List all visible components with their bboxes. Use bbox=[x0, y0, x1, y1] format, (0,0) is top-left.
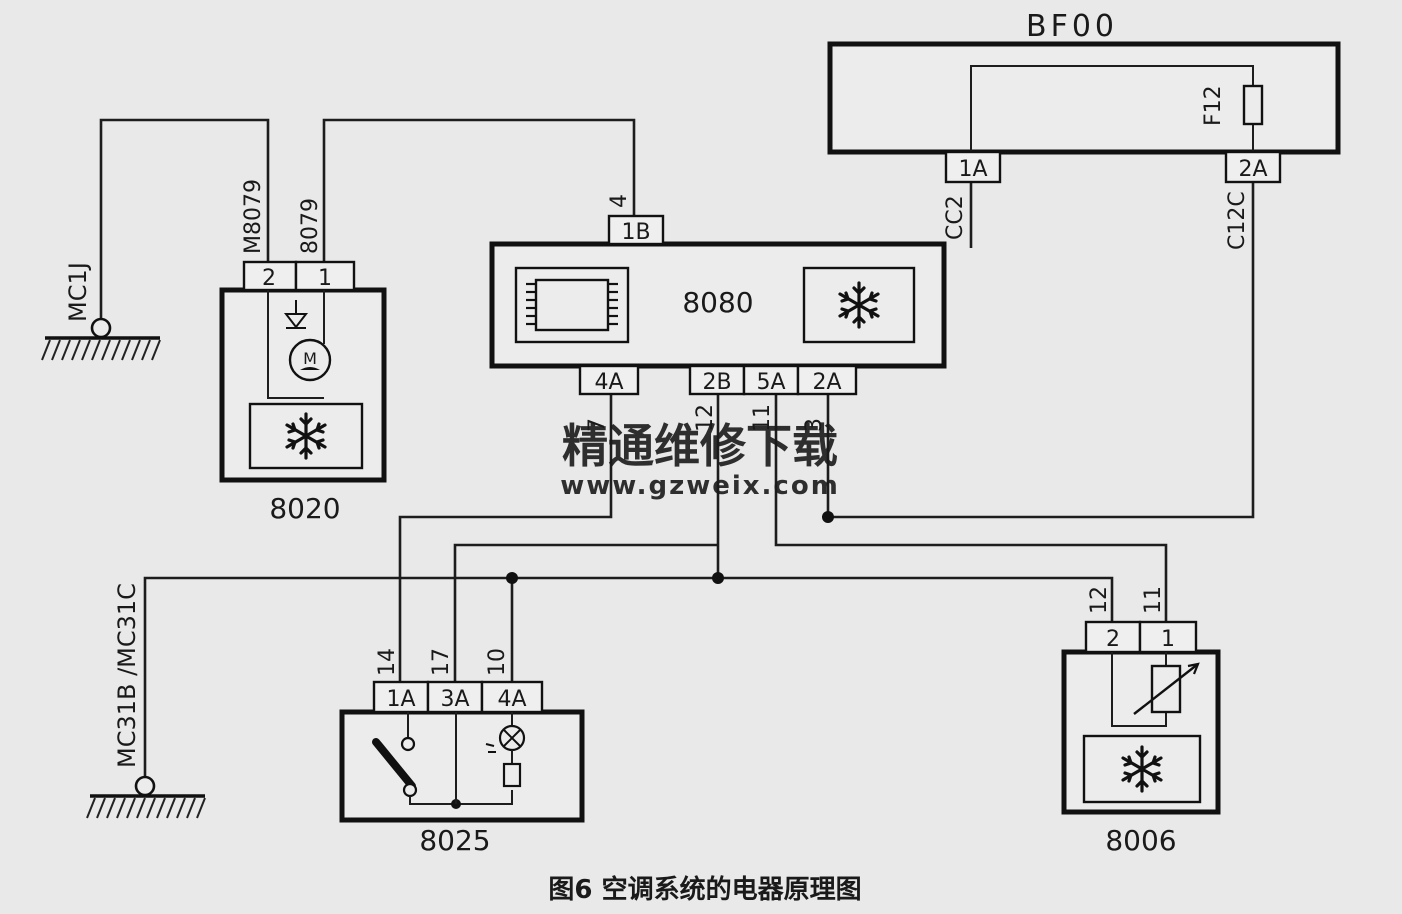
thermistor-icon bbox=[1111, 652, 1200, 727]
c8020-wire-m8079: M8079 bbox=[241, 179, 266, 254]
c8080-wire-4: 4 bbox=[607, 194, 632, 208]
watermark-url: www.gzweix.com bbox=[560, 471, 840, 501]
c8025-pin-4a: 4A bbox=[497, 687, 526, 712]
c8020-pin-1: 1 bbox=[318, 266, 332, 291]
c8025-pin-1a: 1A bbox=[386, 687, 415, 712]
component-8020: 2 1 M8079 8079 M 8020 bbox=[219, 179, 387, 525]
c8025-wire-10: 10 bbox=[485, 648, 510, 676]
chip-icon bbox=[514, 266, 630, 344]
switch-icon bbox=[372, 712, 513, 805]
wire-cc2-label: CC2 bbox=[943, 195, 968, 240]
fuse-label: F12 bbox=[1201, 85, 1226, 126]
diode-icon bbox=[283, 300, 309, 329]
lamp-icon bbox=[485, 712, 526, 788]
c8080-pin-4a: 4A bbox=[594, 370, 623, 395]
c8006-label: 8006 bbox=[1105, 824, 1176, 857]
c8020-pin-2: 2 bbox=[262, 266, 276, 291]
wires bbox=[99, 118, 1255, 780]
ground-mc31: MC31B /MC31C bbox=[86, 583, 206, 819]
c8020-label: 8020 bbox=[269, 492, 340, 525]
c8020-wire-8079: 8079 bbox=[298, 198, 323, 254]
bf00-label: BF00 bbox=[1026, 9, 1118, 44]
c8080-pin-2a: 2A bbox=[812, 370, 841, 395]
ground-mc1j: MC1J bbox=[41, 262, 161, 361]
bf00-pin-2a: 2A bbox=[1238, 157, 1267, 182]
watermark: 精通维修下载 www.gzweix.com bbox=[560, 419, 840, 501]
component-8006: 2 1 12 11 8006 bbox=[1061, 586, 1221, 857]
c8025-pin-3a: 3A bbox=[440, 687, 469, 712]
component-8025: 1A 3A 4A 14 17 10 8025 bbox=[339, 648, 585, 857]
c8080-wire-12: 12 bbox=[693, 404, 718, 432]
wire-c12c-label: C12C bbox=[1225, 191, 1250, 250]
component-8080: 1B 4 8080 4A 2B 5A 2A 7 12 11 3 bbox=[489, 194, 947, 432]
c8080-wire-11: 11 bbox=[750, 404, 775, 432]
c8025-wire-14: 14 bbox=[375, 648, 400, 676]
c8006-wire-12: 12 bbox=[1087, 586, 1112, 614]
ground-mc1j-label: MC1J bbox=[64, 262, 92, 322]
c8080-wire-7: 7 bbox=[585, 418, 610, 432]
c8080-pin-5a: 5A bbox=[756, 370, 785, 395]
fuse-f12-symbol bbox=[1242, 84, 1264, 126]
junction-dots bbox=[506, 511, 834, 584]
motor-icon: M bbox=[288, 338, 332, 382]
c8006-pin-1: 1 bbox=[1161, 627, 1175, 652]
c8080-pin-2b: 2B bbox=[702, 370, 731, 395]
figure-caption: 图6 空调系统的电器原理图 bbox=[548, 874, 861, 905]
c8006-wire-11: 11 bbox=[1141, 586, 1166, 614]
motor-label: M bbox=[303, 349, 317, 368]
component-bf00: BF00 F12 1A 2A CC2 C12C bbox=[827, 9, 1341, 250]
c8080-label: 8080 bbox=[682, 286, 753, 319]
c8025-wire-17: 17 bbox=[429, 648, 454, 676]
watermark-name: 精通维修下载 bbox=[562, 419, 838, 473]
bf00-pin-1a: 1A bbox=[958, 157, 987, 182]
c8080-pin-1b: 1B bbox=[621, 220, 650, 245]
c8025-label: 8025 bbox=[419, 824, 490, 857]
ground-mc31-label: MC31B /MC31C bbox=[113, 583, 141, 768]
c8080-wire-3: 3 bbox=[802, 418, 827, 432]
c8006-pin-2: 2 bbox=[1106, 627, 1120, 652]
